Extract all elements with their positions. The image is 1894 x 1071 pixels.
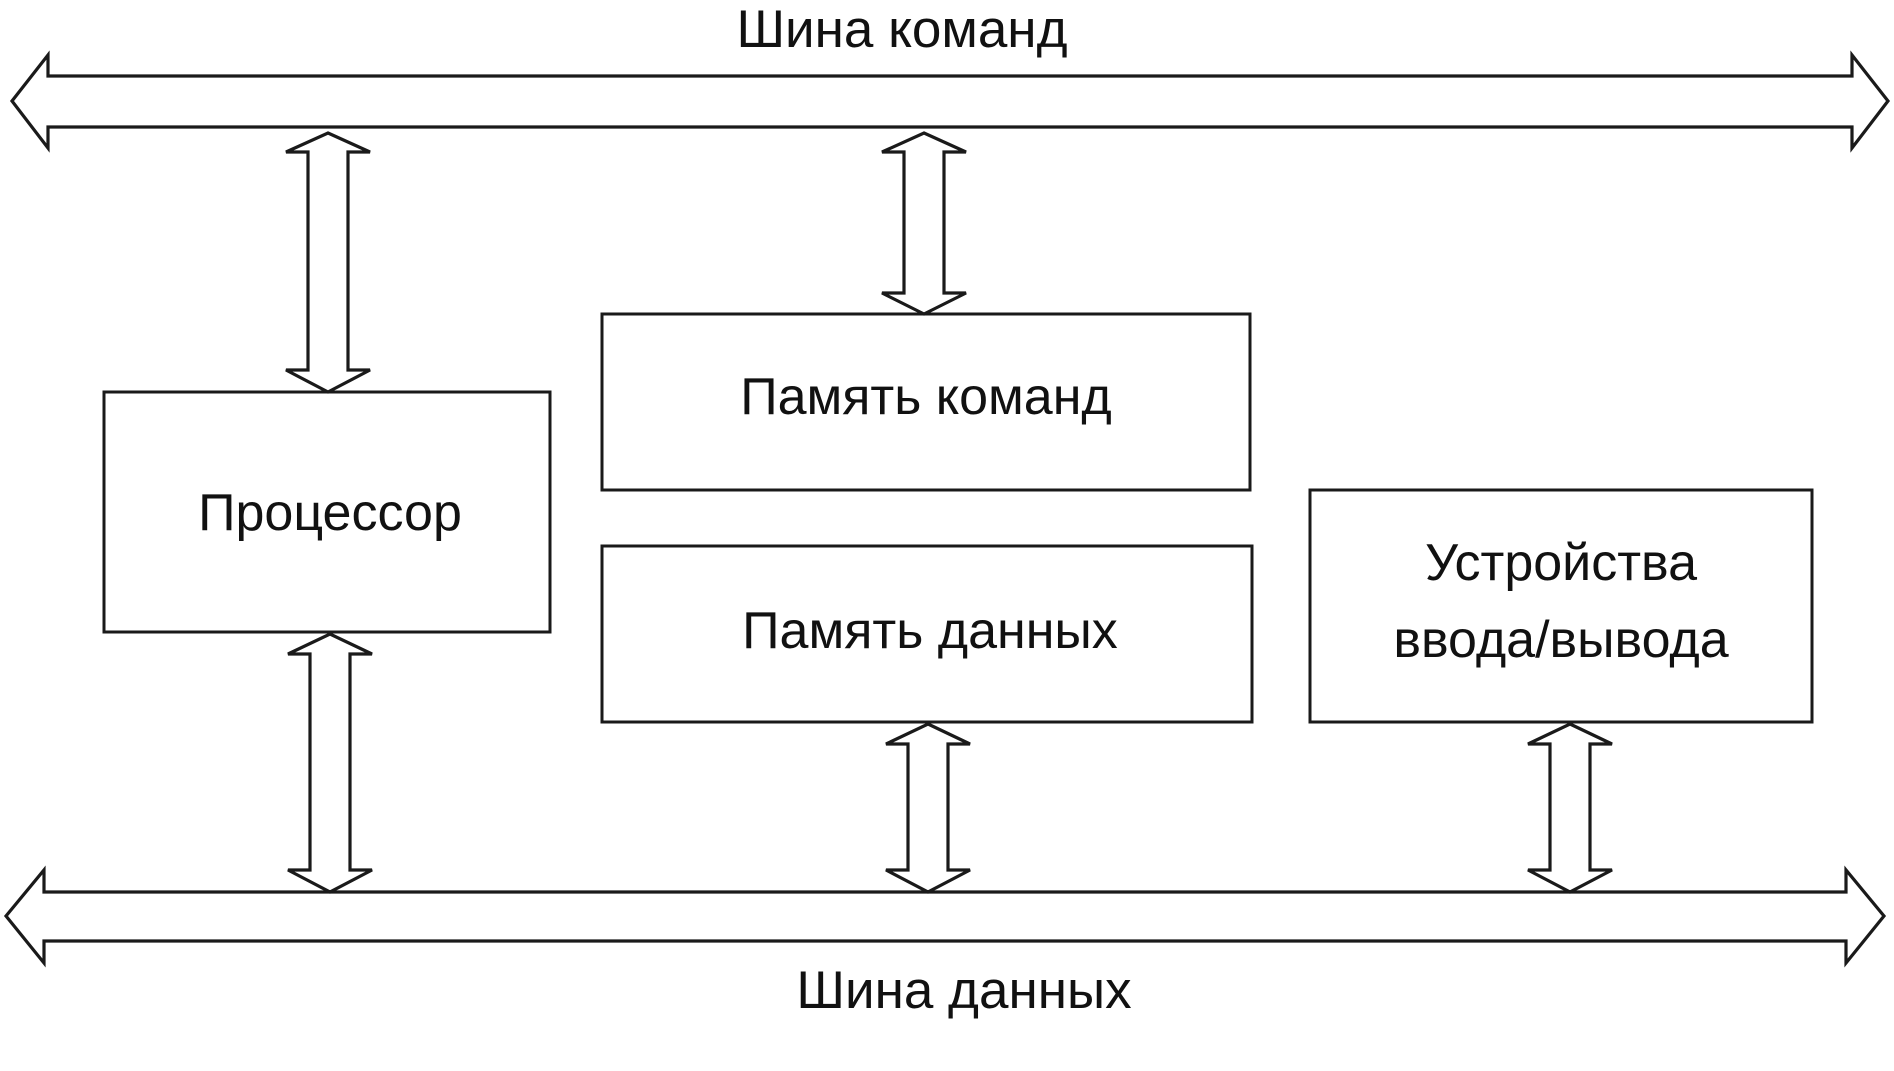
command-bus-arrow <box>9 50 1891 153</box>
link-io-devices-data-bus-arrow <box>1527 722 1613 894</box>
link-data-memory-data-bus <box>885 722 971 894</box>
io-devices-block: Устройства ввода/вывода <box>1308 488 1814 724</box>
link-processor-data-bus <box>287 632 373 894</box>
command-bus-label: Шина команд <box>736 0 1067 59</box>
link-io-devices-data-bus <box>1527 722 1613 894</box>
instruction-memory-label: Память команд <box>740 368 1112 426</box>
data-bus-label: Шина данных <box>796 961 1131 1020</box>
command-bus <box>9 50 1891 153</box>
link-command-bus-instruction-memory-arrow <box>881 131 967 316</box>
instruction-memory-block: Память команд <box>600 312 1252 492</box>
io-devices-label-line2: ввода/вывода <box>1393 611 1728 669</box>
processor-block: Процессор <box>102 390 552 634</box>
link-command-bus-processor <box>285 131 371 394</box>
data-bus-arrow <box>3 865 1887 968</box>
data-memory-block: Память данных <box>600 544 1254 724</box>
data-memory-label: Память данных <box>742 602 1118 660</box>
data-bus <box>3 865 1887 968</box>
link-data-memory-data-bus-arrow <box>885 722 971 894</box>
link-command-bus-processor-arrow <box>285 131 371 394</box>
io-devices-label-line1: Устройства <box>1425 534 1697 592</box>
processor-label: Процессор <box>198 484 462 542</box>
link-processor-data-bus-arrow <box>287 632 373 894</box>
link-command-bus-instruction-memory <box>881 131 967 316</box>
